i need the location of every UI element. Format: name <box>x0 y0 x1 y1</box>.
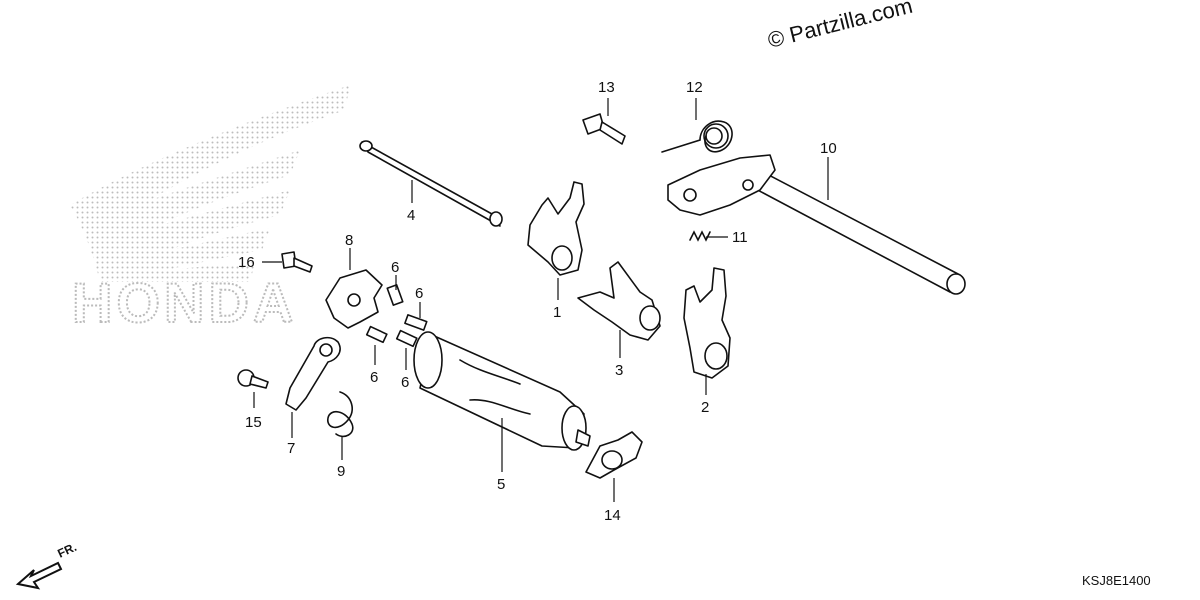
part-8-plate <box>325 269 383 329</box>
part-14-plate <box>585 431 643 479</box>
callout-15: 15 <box>245 414 262 431</box>
part-11-spring <box>689 230 711 242</box>
part-13-bolt <box>582 113 626 145</box>
callout-1: 1 <box>553 304 561 321</box>
part-4-shaft <box>359 140 503 227</box>
front-label: FR. <box>55 540 78 561</box>
brand-logo-watermark: HONDA <box>70 85 350 335</box>
part-6-pins <box>365 284 428 348</box>
brand-logo-text: HONDA <box>72 271 297 334</box>
part-7-stopper-arm <box>285 336 341 411</box>
callout-6d: 6 <box>401 374 409 391</box>
callout-5: 5 <box>497 476 505 493</box>
callout-12: 12 <box>686 79 703 96</box>
callout-2: 2 <box>701 399 709 416</box>
part-1-shift-fork <box>527 181 585 276</box>
diagram-code: KSJ8E1400 <box>1082 573 1151 588</box>
callout-6c: 6 <box>370 369 378 386</box>
callout-9: 9 <box>337 463 345 480</box>
part-9-spring <box>327 391 354 438</box>
wing-logo-icon <box>70 85 350 282</box>
callout-10: 10 <box>820 140 837 157</box>
callout-11: 11 <box>732 229 748 246</box>
front-arrow-icon <box>15 561 63 590</box>
callout-13: 13 <box>598 79 615 96</box>
part-16-bolt <box>281 251 313 273</box>
part-2-shift-fork <box>683 267 731 379</box>
part-5-shift-drum <box>413 331 591 451</box>
callout-8: 8 <box>345 232 353 249</box>
callout-4: 4 <box>407 207 415 224</box>
callout-3: 3 <box>615 362 623 379</box>
callout-16: 16 <box>238 254 255 271</box>
callout-6a: 6 <box>391 259 399 276</box>
callout-6b: 6 <box>415 285 423 302</box>
callout-7: 7 <box>287 440 295 457</box>
front-direction-indicator: FR. <box>15 540 79 590</box>
copyright-text: © Partzilla.com <box>765 0 915 53</box>
part-3-shift-fork <box>577 261 661 341</box>
callout-14: 14 <box>604 507 621 524</box>
leader-lines <box>253 98 829 502</box>
part-15-bolt <box>237 369 269 389</box>
part-10-gearshift-spindle <box>667 154 966 295</box>
callouts: 13 12 10 4 8 16 6 6 6 6 1 3 2 11 5 15 7 … <box>238 79 837 524</box>
part-12-spring <box>661 120 733 153</box>
